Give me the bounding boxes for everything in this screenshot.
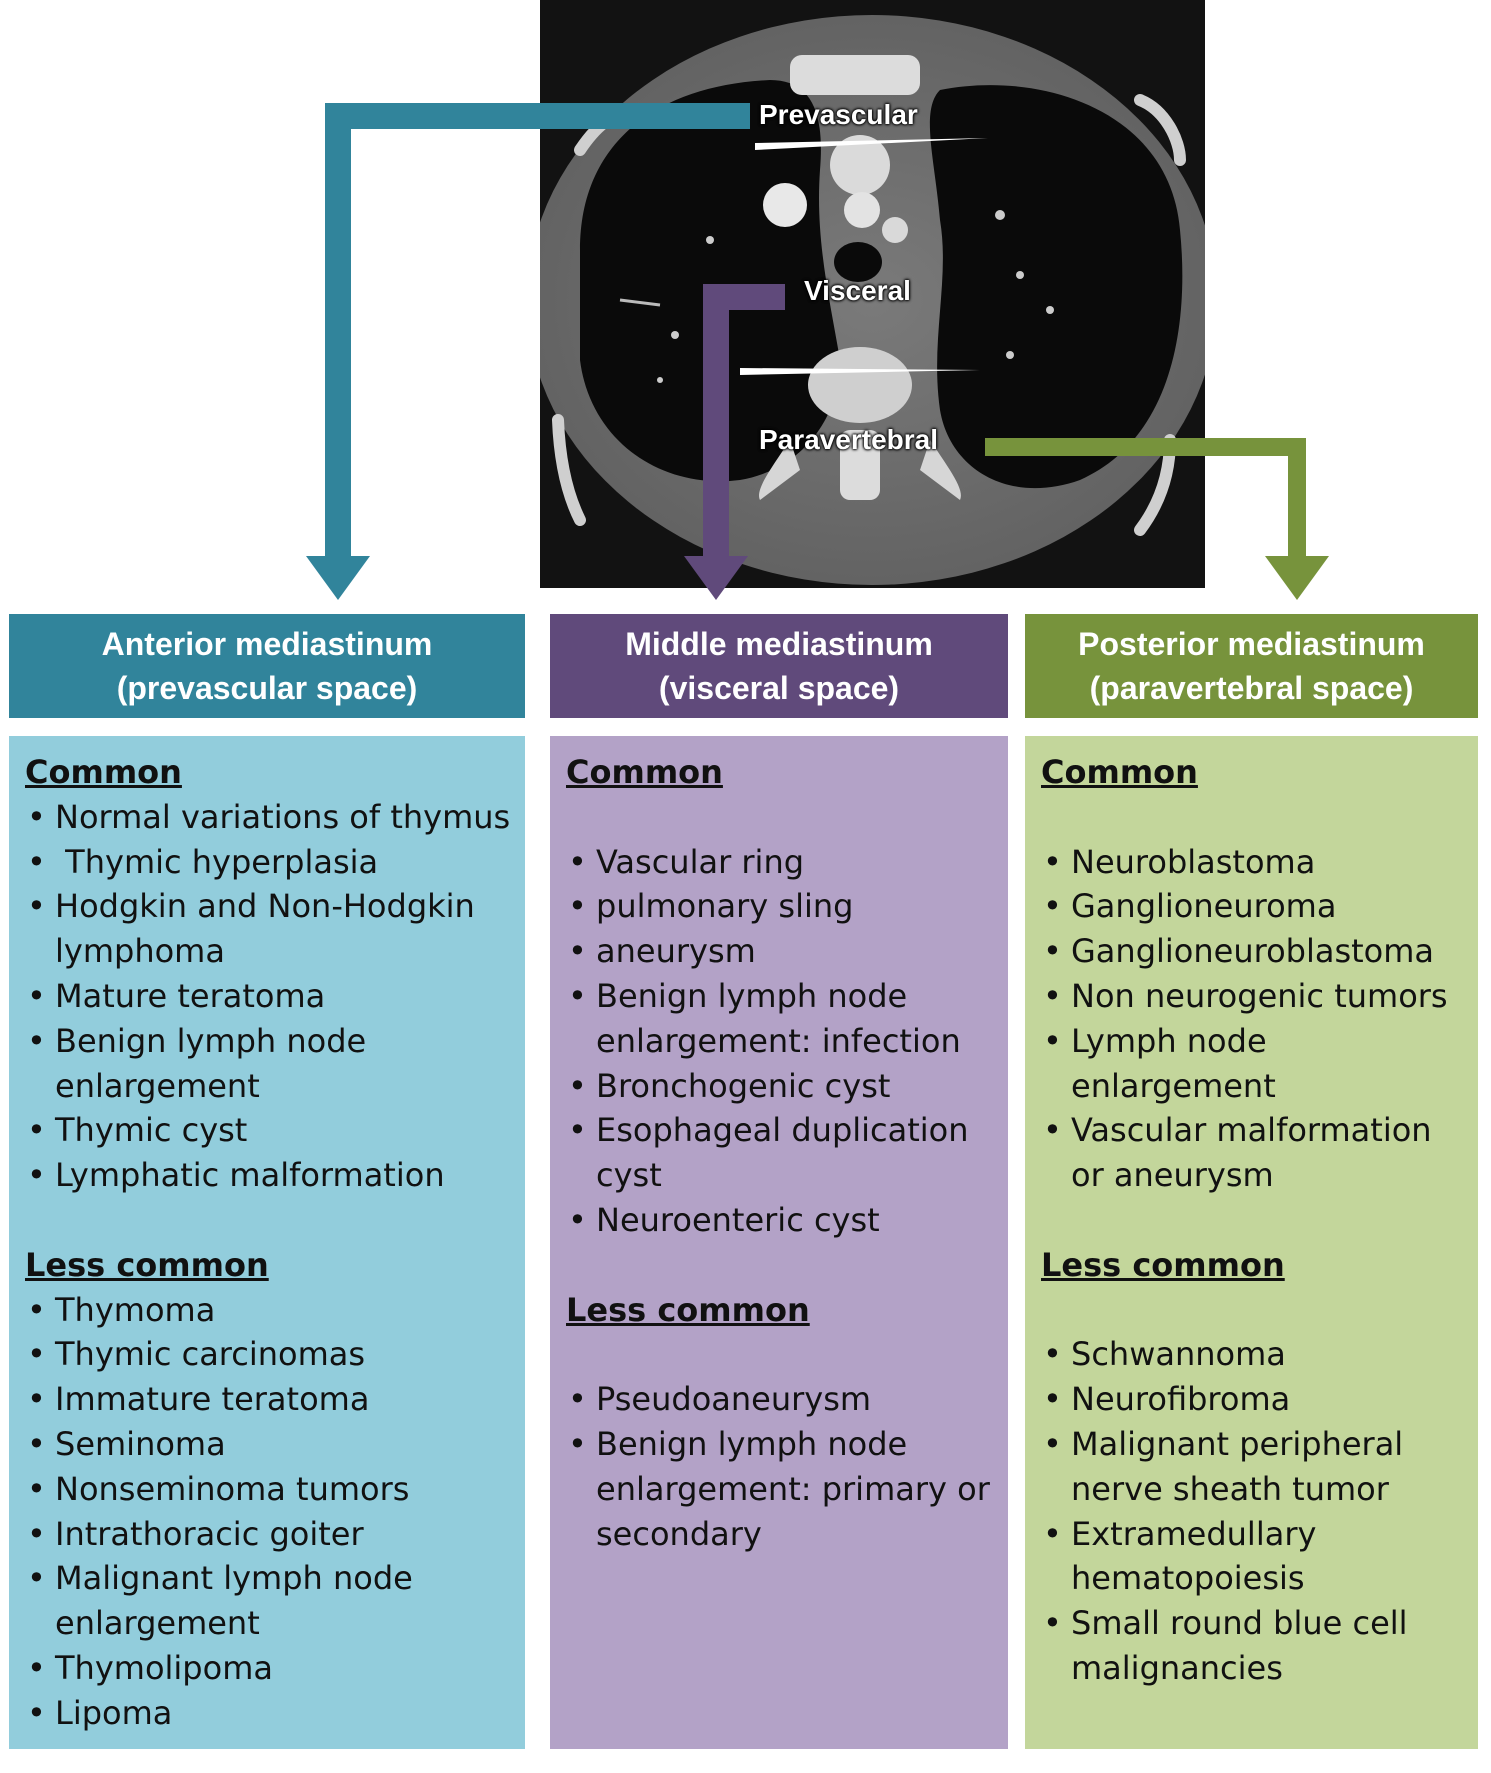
list-item: Neuroblastoma: [1041, 840, 1464, 885]
list-item: pulmonary sling: [566, 884, 994, 929]
list-item: Extramedullary hematopoiesis: [1041, 1512, 1464, 1602]
posterior-header: Posterior mediastinum (paravertebral spa…: [1025, 614, 1478, 718]
anterior-header: Anterior mediastinum (prevascular space): [9, 614, 525, 718]
list-item: Non neurogenic tumors: [1041, 974, 1464, 1019]
list-item: aneurysm: [566, 929, 994, 974]
list-item: Mature teratoma: [25, 974, 511, 1019]
middle-common-title: Common: [566, 753, 723, 791]
list-item: Malignant peripheral nerve sheath tumor: [1041, 1422, 1464, 1512]
list-item: Benign lymph node enlargement: infection: [566, 974, 994, 1064]
list-item: Hodgkin and Non-Hodgkin lymphoma: [25, 884, 511, 974]
anterior-body: Common Normal variations of thymus Thymi…: [9, 736, 525, 1749]
posterior-header-line1: Posterior mediastinum: [1078, 626, 1425, 662]
anterior-header-line2: (prevascular space): [116, 670, 418, 706]
list-item: Malignant lymph node enlargement: [25, 1556, 445, 1646]
anterior-header-line1: Anterior mediastinum: [101, 626, 433, 662]
posterior-less-title: Less common: [1041, 1245, 1285, 1284]
list-item: Small round blue cell malignancies: [1041, 1601, 1464, 1691]
list-item: Vascular ring: [566, 840, 994, 885]
anterior-less-list: Thymoma Thymic carcinomas Immature terat…: [25, 1288, 511, 1736]
list-item: Normal variations of thymus: [25, 795, 511, 840]
list-item: Benign lymph node enlargement: primary o…: [566, 1422, 994, 1556]
ct-scan-drawing: [540, 0, 1205, 588]
ct-scan-image: Prevascular Visceral Paravertebral: [540, 0, 1205, 588]
list-item: Thymic cyst: [25, 1108, 511, 1153]
posterior-header-line2: (paravertebral space): [1089, 670, 1414, 706]
list-item: Thymic hyperplasia: [25, 840, 511, 885]
middle-body: Common Vascular ring pulmonary sling ane…: [550, 736, 1008, 1749]
paravertebral-label: Paravertebral: [759, 424, 939, 455]
list-item: Lymph node enlargement: [1041, 1019, 1464, 1109]
list-item: Thymoma: [25, 1288, 511, 1333]
middle-header: Middle mediastinum (visceral space): [550, 614, 1008, 718]
list-item: Intrathoracic goiter: [25, 1512, 511, 1557]
middle-header-line2: (visceral space): [658, 670, 900, 706]
posterior-common-list: Neuroblastoma Ganglioneuroma Ganglioneur…: [1041, 840, 1464, 1198]
posterior-less-list: Schwannoma Neurofibroma Malignant periph…: [1041, 1332, 1464, 1690]
visceral-label: Visceral: [804, 275, 911, 306]
list-item: Ganglioneuroblastoma: [1041, 929, 1464, 974]
list-item: Ganglioneuroma: [1041, 884, 1464, 929]
middle-arrow: [684, 284, 785, 600]
anterior-less-title: Less common: [25, 1245, 269, 1284]
list-item: Lymphatic malformation: [25, 1153, 511, 1198]
posterior-common-title: Common: [1041, 753, 1198, 791]
list-item: Neurofibroma: [1041, 1377, 1464, 1422]
posterior-arrow: [985, 438, 1329, 600]
posterior-body: Common Neuroblastoma Ganglioneuroma Gang…: [1025, 736, 1478, 1749]
connector-arrows: [306, 103, 1329, 600]
list-item: Seminoma: [25, 1422, 511, 1467]
anterior-common-list: Normal variations of thymus Thymic hyper…: [25, 795, 511, 1198]
list-item: Pseudoaneurysm: [566, 1377, 994, 1422]
list-item: Benign lymph node enlargement: [25, 1019, 385, 1109]
list-item: Nonseminoma tumors: [25, 1467, 511, 1512]
anterior-common-title: Common: [25, 753, 182, 791]
prevascular-label: Prevascular: [759, 99, 918, 130]
list-item: Neuroenteric cyst: [566, 1198, 994, 1243]
middle-less-list: Pseudoaneurysm Benign lymph node enlarge…: [566, 1377, 994, 1556]
list-item: Esophageal duplication cyst: [566, 1108, 994, 1198]
list-item: Immature teratoma: [25, 1377, 511, 1422]
list-item: Bronchogenic cyst: [566, 1064, 994, 1109]
list-item: Thymolipoma: [25, 1646, 511, 1691]
anterior-arrow: [306, 103, 750, 600]
list-item: Vascular malformation or aneurysm: [1041, 1108, 1464, 1198]
list-item: Thymic carcinomas: [25, 1332, 511, 1377]
middle-common-list: Vascular ring pulmonary sling aneurysm B…: [566, 840, 994, 1243]
list-item: Schwannoma: [1041, 1332, 1464, 1377]
middle-less-title: Less common: [566, 1290, 810, 1329]
list-item: Lipoma: [25, 1691, 511, 1736]
middle-header-line1: Middle mediastinum: [625, 626, 933, 662]
